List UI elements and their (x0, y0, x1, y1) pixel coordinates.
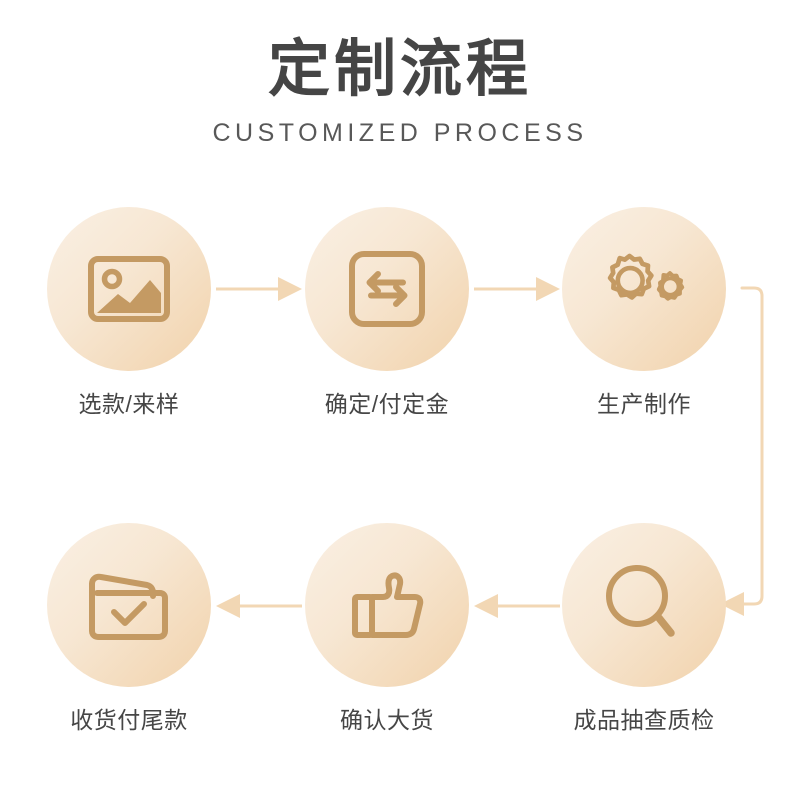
step-1-circle (47, 207, 211, 371)
page-title: 定制流程 (267, 35, 532, 104)
arrow-step4-to-step5 (472, 588, 562, 629)
thumbs-up-icon (347, 567, 427, 643)
step-3-label: 生产制作 (597, 391, 691, 417)
process-step-4[interactable]: 成品抽查质检 (560, 523, 728, 735)
step-4-circle (562, 523, 726, 687)
step-6-circle (47, 523, 211, 687)
arrow-step1-to-step2 (216, 271, 304, 312)
magnifier-icon (602, 563, 686, 647)
process-step-1[interactable]: 选款/来样 (45, 207, 213, 419)
process-step-2[interactable]: 确定/付定金 (303, 207, 471, 419)
gears-icon (594, 253, 694, 325)
step-4-label: 成品抽查质检 (573, 707, 715, 733)
exchange-icon (348, 250, 426, 328)
step-2-circle (305, 207, 469, 371)
arrow-step5-to-step6 (214, 588, 304, 629)
step-5-circle (305, 523, 469, 687)
process-step-6[interactable]: 收货付尾款 (45, 523, 213, 735)
step-5-label: 确认大货 (340, 707, 434, 733)
step-6-label: 收货付尾款 (70, 707, 188, 733)
arrow-step3-to-step4 (716, 276, 796, 631)
process-step-5[interactable]: 确认大货 (303, 523, 471, 735)
step-1-label: 选款/来样 (78, 391, 180, 417)
process-step-3[interactable]: 生产制作 (560, 207, 728, 419)
page-subtitle: CUSTOMIZED PROCESS (212, 119, 588, 147)
header: 定制流程 CUSTOMIZED PROCESS (0, 34, 800, 148)
folder-check-icon (86, 568, 172, 642)
image-icon (88, 256, 170, 322)
step-2-label: 确定/付定金 (324, 391, 450, 417)
arrow-step2-to-step3 (474, 271, 562, 312)
step-3-circle (562, 207, 726, 371)
